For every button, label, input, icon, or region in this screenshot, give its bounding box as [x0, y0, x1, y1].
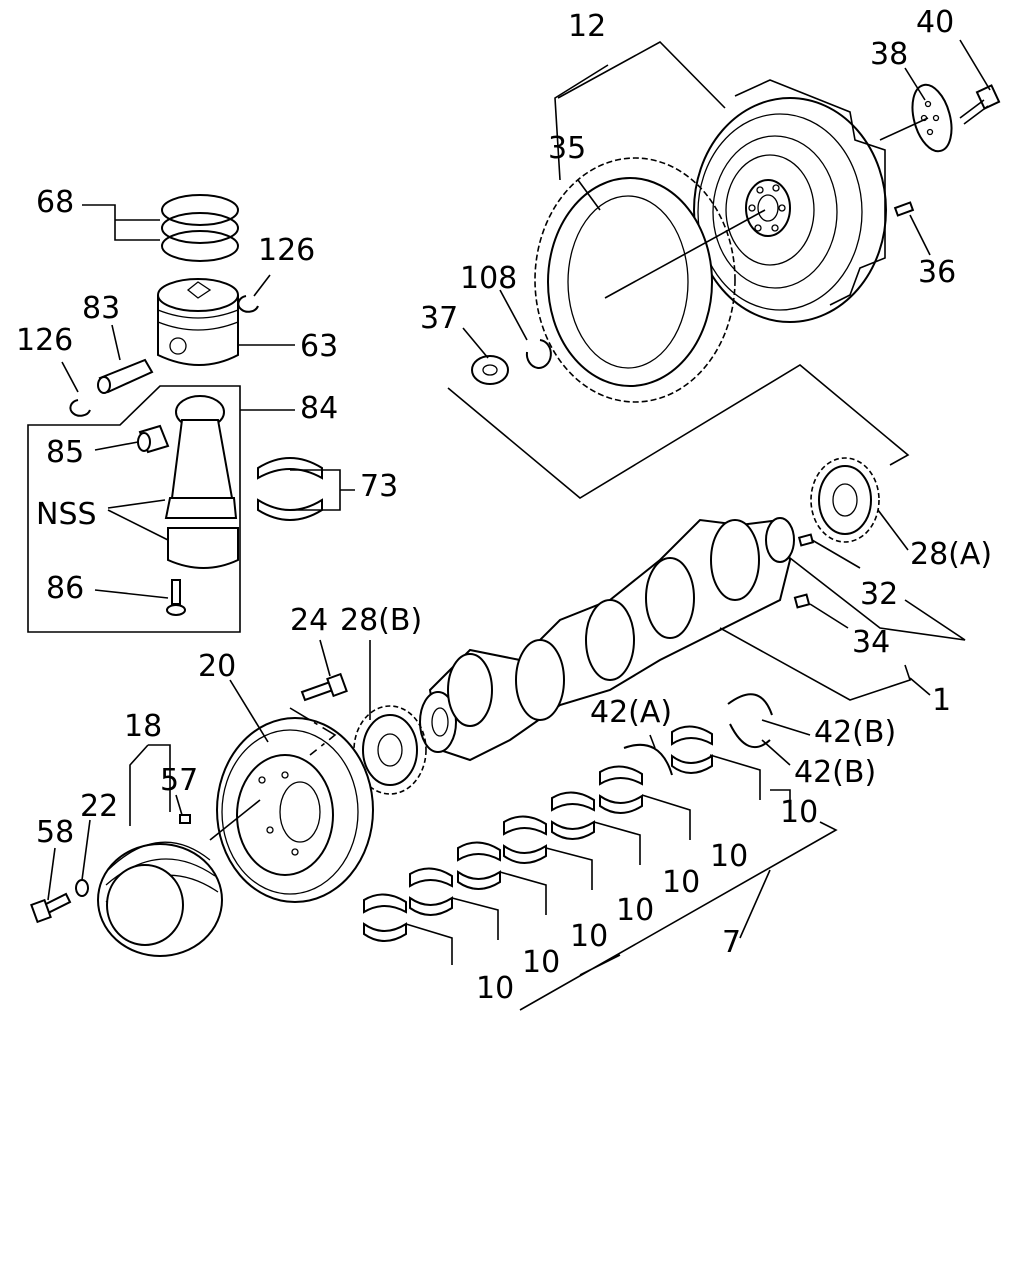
callout-57: 57	[160, 763, 198, 798]
callout-83: 83	[82, 291, 120, 326]
bolt-58	[30, 892, 72, 924]
crank-pulley	[216, 717, 374, 903]
callout-85: 85	[46, 435, 84, 470]
piston	[157, 278, 239, 366]
callout-10-f: 10	[522, 945, 560, 980]
callout-10-e: 10	[570, 919, 608, 954]
callout-1: 1	[932, 683, 951, 718]
key-34	[793, 593, 811, 609]
thrust-washer-42a	[623, 743, 673, 776]
callout-73: 73	[360, 469, 398, 504]
callout-42a: 42(A)	[590, 695, 672, 730]
ring-gear	[534, 157, 736, 403]
callout-22: 22	[80, 789, 118, 824]
callout-86: 86	[46, 571, 84, 606]
callout-58: 58	[36, 815, 74, 850]
leader-lines	[47, 39, 991, 1011]
callout-108: 108	[460, 261, 517, 296]
flywheel-plate	[911, 83, 953, 153]
snap-ring-108	[525, 339, 552, 369]
connecting-rod	[164, 395, 239, 569]
pilot-bearing	[471, 355, 509, 385]
callout-38: 38	[870, 37, 908, 72]
callout-10-c: 10	[662, 865, 700, 900]
callout-34: 34	[852, 625, 890, 660]
crank-gear-a	[810, 457, 880, 543]
flywheel	[693, 79, 887, 323]
pulley-bolt-24	[300, 672, 348, 702]
callout-84: 84	[300, 391, 338, 426]
callout-32: 32	[860, 577, 898, 612]
callout-28a: 28(A)	[910, 537, 992, 572]
callout-42b-upper: 42(B)	[814, 715, 896, 750]
callout-12: 12	[568, 9, 606, 44]
callout-126-left: 126	[16, 323, 73, 358]
callout-24: 24	[290, 603, 328, 638]
callout-10-g: 10	[476, 971, 514, 1006]
callout-63: 63	[300, 329, 338, 364]
crankshaft	[419, 517, 795, 762]
callout-labels: 12 40 38 35 36 108 37 68 126 83 63 126 8…	[16, 5, 992, 1006]
snap-ring-126-left	[69, 399, 91, 417]
callout-10-a: 10	[780, 795, 818, 830]
callout-7: 7	[722, 925, 741, 960]
callout-10-d: 10	[616, 893, 654, 928]
small-end-bushing	[137, 424, 170, 454]
washer-22	[75, 879, 89, 897]
callout-35: 35	[548, 131, 586, 166]
conrod-assembly-box	[27, 385, 241, 633]
callout-42b-lower: 42(B)	[794, 755, 876, 790]
callout-36: 36	[918, 255, 956, 290]
callout-20: 20	[198, 649, 236, 684]
conrod-bolt	[166, 579, 186, 616]
callout-68: 68	[36, 185, 74, 220]
piston-pin	[97, 358, 154, 394]
callout-10-b: 10	[710, 839, 748, 874]
dowel-pin-36	[893, 201, 915, 217]
callout-37: 37	[420, 301, 458, 336]
main-bearings	[363, 725, 713, 942]
snap-ring-126-right	[237, 295, 259, 313]
torsional-damper	[97, 841, 223, 957]
pin-57	[179, 814, 191, 824]
callout-126-right: 126	[258, 233, 315, 268]
key-32	[797, 533, 815, 547]
callout-28b: 28(B)	[340, 603, 422, 638]
callout-40: 40	[916, 5, 954, 40]
thrust-washer-42b	[727, 693, 773, 749]
flywheel-bolt	[959, 84, 1001, 125]
crank-gear-b	[353, 705, 427, 795]
piston-rings	[161, 194, 239, 262]
callout-18: 18	[124, 709, 162, 744]
callout-nss: NSS	[36, 497, 97, 532]
